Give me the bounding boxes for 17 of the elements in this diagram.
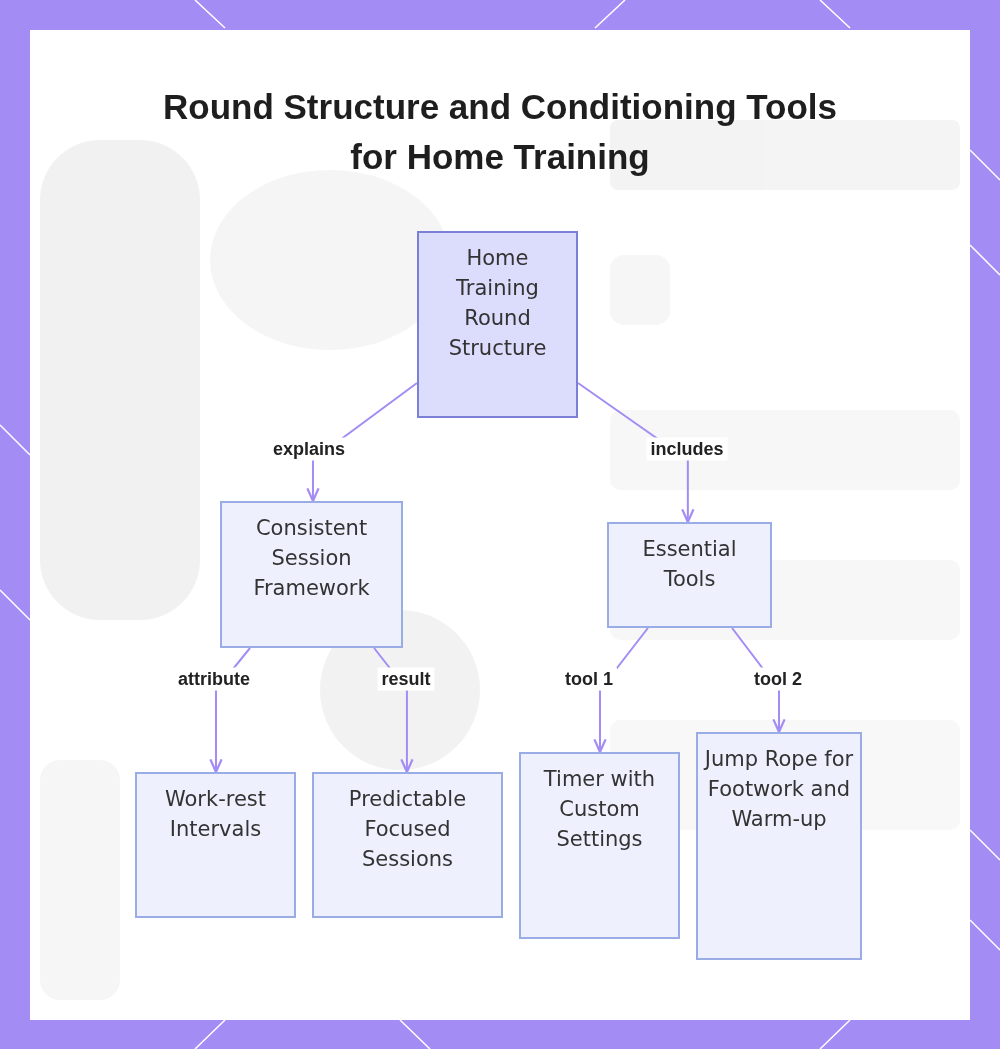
concept-box <box>607 522 772 628</box>
node-label: Timer with Custom Settings <box>542 766 657 853</box>
concept-box <box>312 772 503 918</box>
node-label: Predictable Focused Sessions <box>347 786 468 873</box>
node-label: Essential Tools <box>641 536 738 593</box>
concept-box <box>519 752 680 939</box>
node-label: Work-rest Intervals <box>164 786 267 843</box>
node-label: Home Training Round Structure <box>447 245 548 362</box>
concept-box <box>696 732 862 960</box>
node-label: Consistent Session Framework <box>252 515 371 602</box>
concept-box <box>135 772 296 918</box>
node-label: Jump Rope for Footwork and Warm-up <box>702 746 855 833</box>
concept-box <box>417 231 578 418</box>
edge-label: result <box>377 667 435 691</box>
edge-label: includes <box>646 437 728 461</box>
concept-box <box>220 501 403 648</box>
diagram-title: Round Structure and Conditioning Tools for Home Training <box>162 86 838 178</box>
